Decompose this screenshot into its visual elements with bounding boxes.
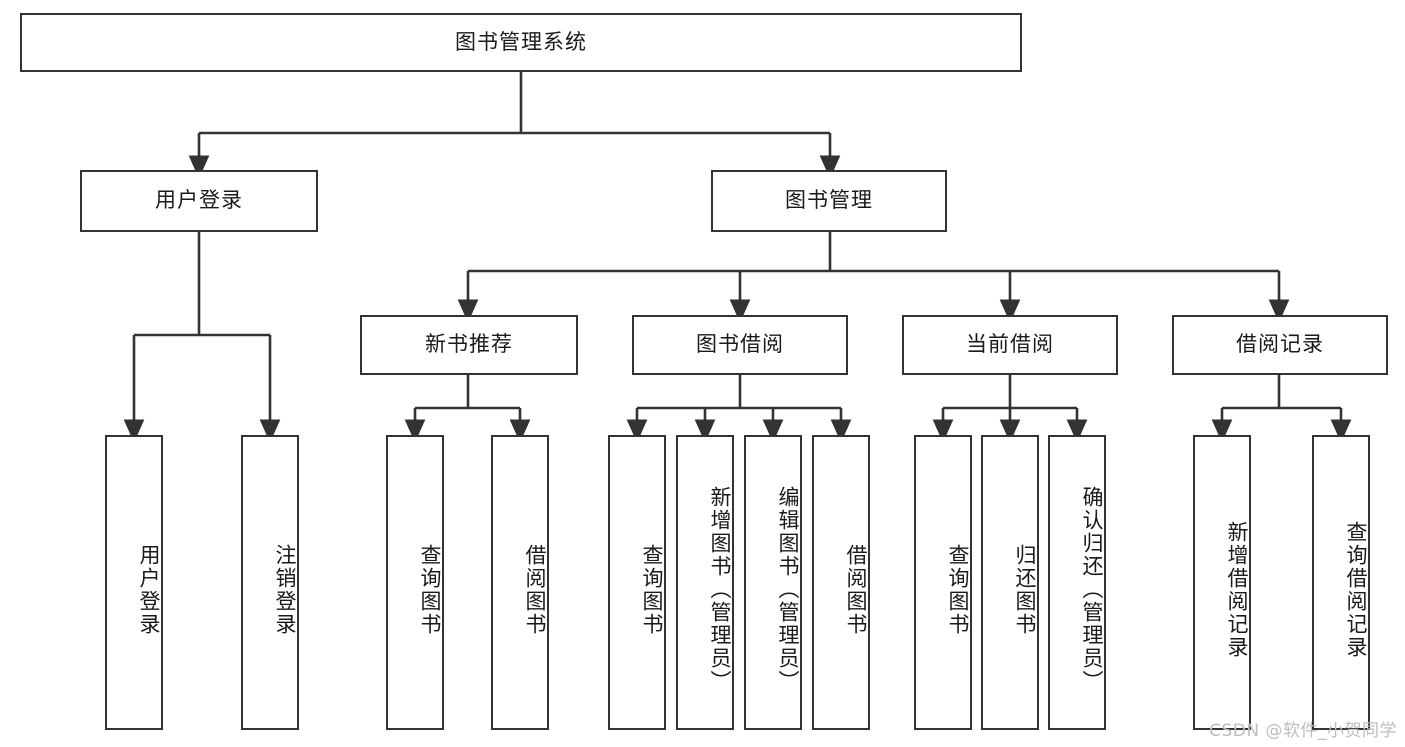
node-label: 新增图书（管理员） [708,486,732,693]
node-label: 归还图书 [1013,543,1037,636]
node-label: 新增借阅记录 [1225,520,1249,659]
leaf-new-book-borrow[interactable]: 借阅图书 [491,435,549,730]
leaf-new-book-query[interactable]: 查询图书 [386,435,444,730]
node-borrow-record[interactable]: 借阅记录 [1172,315,1388,375]
node-label: 借阅记录 [1236,332,1324,357]
csdn-watermark: CSDN @软件_小贺同学 [1209,721,1397,741]
node-book-borrow[interactable]: 图书借阅 [632,315,848,375]
leaf-current-borrow-query[interactable]: 查询图书 [914,435,972,730]
node-root-library-system[interactable]: 图书管理系统 [20,13,1022,72]
node-book-management[interactable]: 图书管理 [711,170,947,232]
node-label: 借阅图书 [844,543,868,636]
node-current-borrow[interactable]: 当前借阅 [902,315,1118,375]
node-label: 图书借阅 [696,332,784,357]
leaf-logout[interactable]: 注销登录 [241,435,299,730]
node-label: 查询图书 [946,543,970,636]
node-label: 编辑图书（管理员） [776,486,800,693]
leaf-user-login[interactable]: 用户登录 [105,435,163,730]
node-label: 查询图书 [640,543,664,636]
node-label: 图书管理 [785,188,873,213]
leaf-current-borrow-confirm-return[interactable]: 确认归还（管理员） [1048,435,1106,730]
node-label: 用户登录 [137,543,161,636]
node-label: 借阅图书 [523,543,547,636]
node-label: 用户登录 [155,188,243,213]
node-label: 查询借阅记录 [1344,520,1368,659]
leaf-book-borrow-borrow[interactable]: 借阅图书 [812,435,870,730]
node-new-book-recommend[interactable]: 新书推荐 [360,315,578,375]
node-label: 新书推荐 [425,332,513,357]
leaf-borrow-record-add[interactable]: 新增借阅记录 [1193,435,1251,730]
node-label: 查询图书 [418,543,442,636]
leaf-current-borrow-return[interactable]: 归还图书 [981,435,1039,730]
leaf-book-borrow-edit[interactable]: 编辑图书（管理员） [744,435,802,730]
leaf-book-borrow-query[interactable]: 查询图书 [608,435,666,730]
node-label: 图书管理系统 [455,29,587,54]
leaf-borrow-record-query[interactable]: 查询借阅记录 [1312,435,1370,730]
node-label: 确认归还（管理员） [1080,486,1104,693]
node-user-login[interactable]: 用户登录 [80,170,318,232]
leaf-book-borrow-add[interactable]: 新增图书（管理员） [676,435,734,730]
node-label: 当前借阅 [966,332,1054,357]
node-label: 注销登录 [273,543,297,636]
